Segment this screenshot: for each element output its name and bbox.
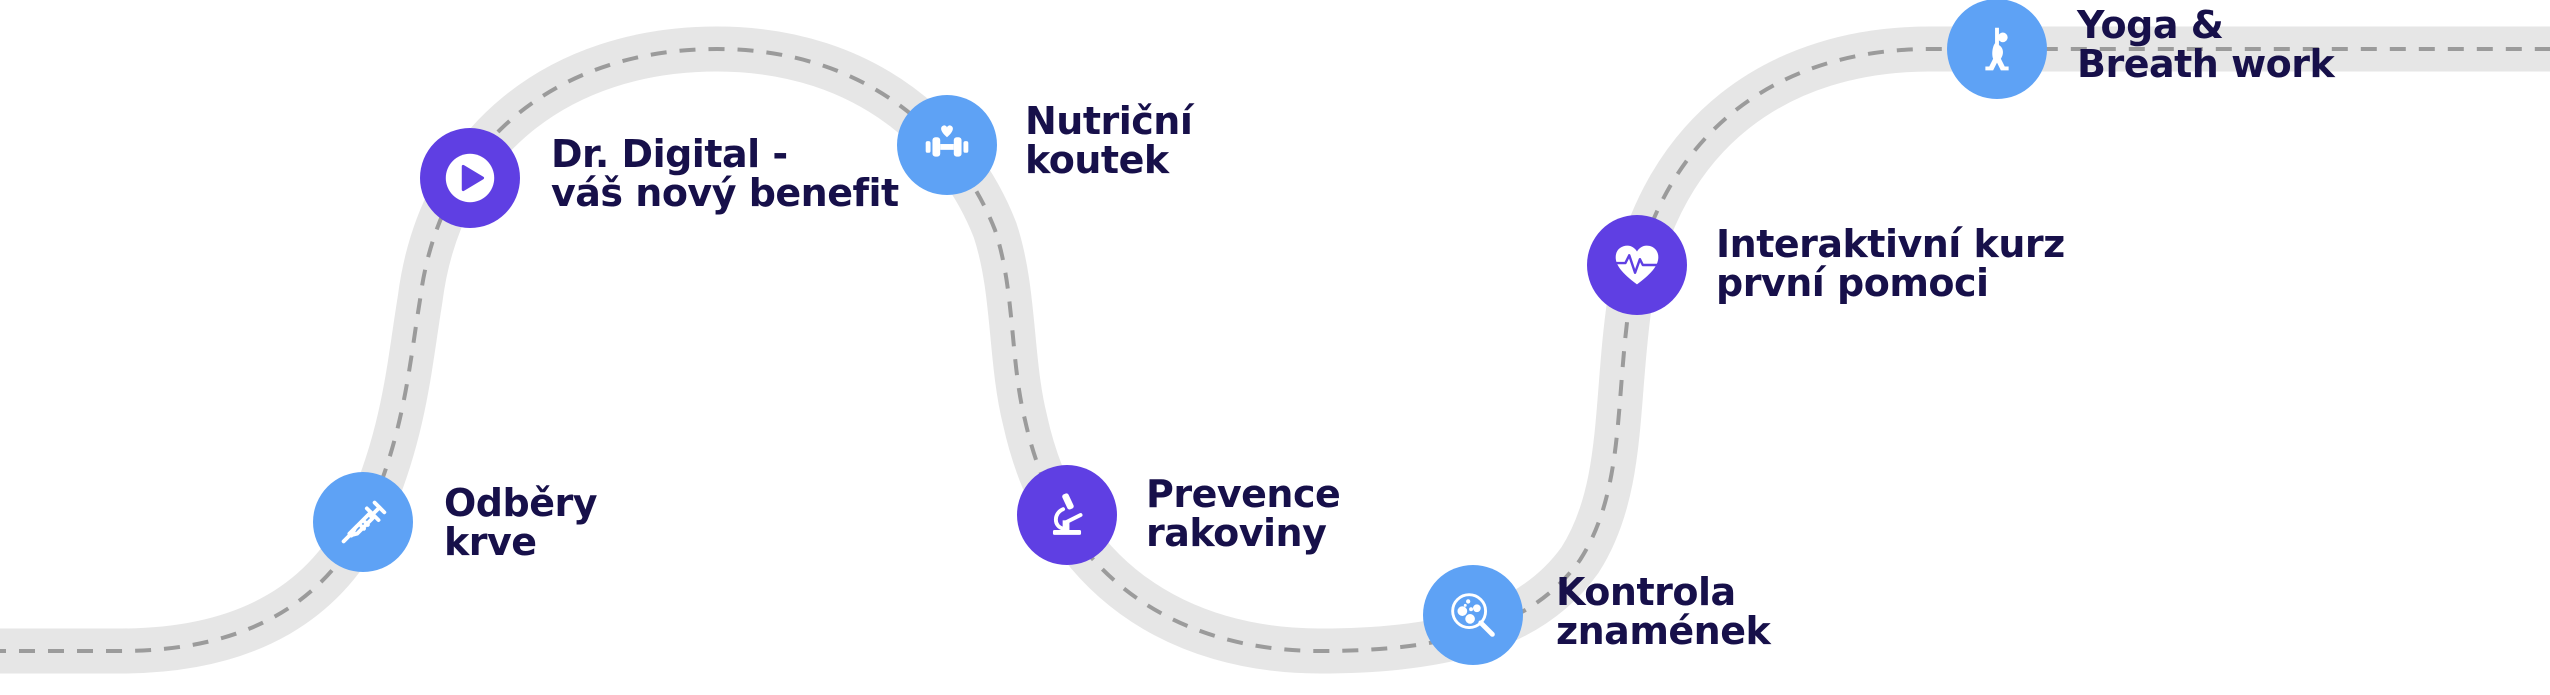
milestone-circle[interactable] [420, 128, 520, 228]
milestone-circle[interactable] [1587, 215, 1687, 315]
label-line-1: Yoga & [2077, 3, 2224, 47]
milestone-label[interactable]: Dr. Digital - váš nový benefit [551, 135, 899, 213]
label-line-1: Nutriční [1025, 99, 1193, 143]
milestone-circle[interactable] [1947, 0, 2047, 99]
label-line-1: Kontrola [1556, 570, 1736, 614]
label-line-1: Interaktivní kurz [1716, 222, 2065, 266]
syringe-icon [341, 500, 387, 544]
play-icon [445, 153, 495, 203]
milestone-label[interactable]: Kontrola znamének [1556, 570, 1771, 653]
milestone-label[interactable]: Yoga & Breath work [2077, 3, 2335, 86]
milestone-circle[interactable] [1017, 465, 1117, 565]
label-line-1: Odběry [444, 481, 598, 525]
milestone-circle[interactable] [897, 95, 997, 195]
label-line-2: váš nový benefit [551, 171, 899, 215]
label-line-2: první pomoci [1716, 261, 1989, 305]
label-line-2: koutek [1025, 138, 1169, 182]
label-line-2: znamének [1556, 609, 1771, 653]
label-line-2: Breath work [2077, 42, 2335, 86]
microscope-icon [1052, 493, 1083, 535]
dumbbell-heart-icon [925, 125, 969, 157]
milestone-label[interactable]: Interaktivní kurz první pomoci [1716, 225, 2065, 303]
yoga-pose-icon [1985, 27, 2009, 71]
milestone-label[interactable]: Prevence rakoviny [1146, 472, 1341, 555]
milestone-label[interactable]: Odběry krve [444, 481, 598, 564]
label-line-2: krve [444, 520, 537, 564]
milestone-circle[interactable] [313, 472, 413, 572]
milestone-circle[interactable] [1423, 565, 1523, 665]
magnifier-spots-icon [1451, 593, 1495, 637]
label-line-2: rakoviny [1146, 511, 1327, 555]
milestone-label[interactable]: Nutriční koutek [1025, 99, 1193, 182]
label-line-1: Dr. Digital - [551, 132, 788, 176]
label-line-1: Prevence [1146, 472, 1341, 516]
heart-pulse-icon [1615, 245, 1659, 285]
road-centerline [0, 46, 2550, 654]
